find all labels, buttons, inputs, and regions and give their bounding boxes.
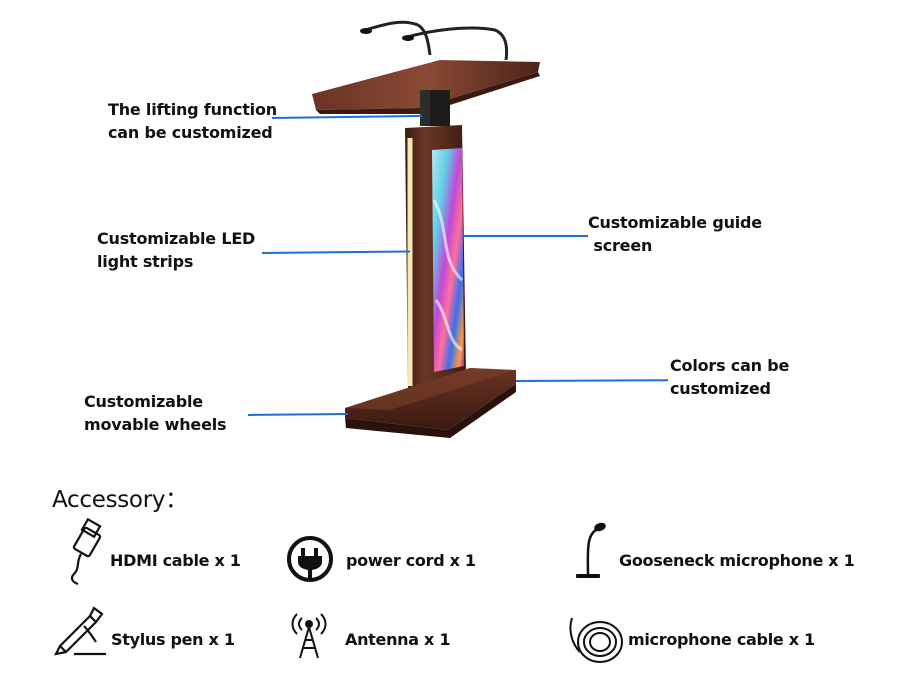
hdmi-cable-icon	[70, 518, 102, 586]
leader-screen	[464, 235, 588, 237]
callout-screen-line1: Customizable guide	[588, 213, 762, 232]
podium-illustration	[312, 20, 540, 438]
callout-colors-line1: Colors can be	[670, 356, 790, 375]
callout-colors: Colors can be customized	[670, 354, 789, 400]
podium-top	[312, 60, 540, 110]
callout-screen: Customizable guide screen	[588, 211, 762, 257]
callout-wheels-line2: movable wheels	[84, 415, 227, 434]
callout-screen-line2: screen	[588, 236, 653, 255]
callout-led-line1: Customizable LED	[97, 229, 256, 248]
callout-lifting: The lifting function can be customized	[108, 98, 277, 144]
accessory-stylus: Stylus pen x 1	[111, 630, 235, 649]
accessory-title: Accessory：	[52, 487, 188, 513]
callout-colors-line2: customized	[670, 379, 771, 398]
stylus-pen-icon	[54, 606, 106, 656]
accessory-hdmi: HDMI cable x 1	[110, 551, 241, 570]
gooseneck-microphone-icon	[576, 522, 606, 578]
callout-led: Customizable LED light strips	[97, 227, 255, 273]
accessory-mic-cable: microphone cable x 1	[628, 630, 815, 649]
callout-led-line2: light strips	[97, 252, 194, 271]
power-plug-icon	[287, 536, 333, 582]
accessory-antenna: Antenna x 1	[345, 630, 451, 649]
callout-lifting-line2: can be customized	[108, 123, 273, 142]
callout-wheels: Customizable movable wheels	[84, 390, 227, 436]
accessory-gooseneck: Gooseneck microphone x 1	[619, 551, 855, 570]
accessory-power: power cord x 1	[346, 551, 476, 570]
microphone-cable-icon	[569, 617, 623, 663]
gooseneck-mic-left	[360, 20, 432, 56]
leader-colors	[515, 379, 669, 382]
callout-wheels-line1: Customizable	[84, 392, 203, 411]
antenna-icon	[291, 613, 327, 659]
callout-lifting-line1: The lifting function	[108, 100, 277, 119]
gooseneck-mic-right	[402, 26, 509, 61]
